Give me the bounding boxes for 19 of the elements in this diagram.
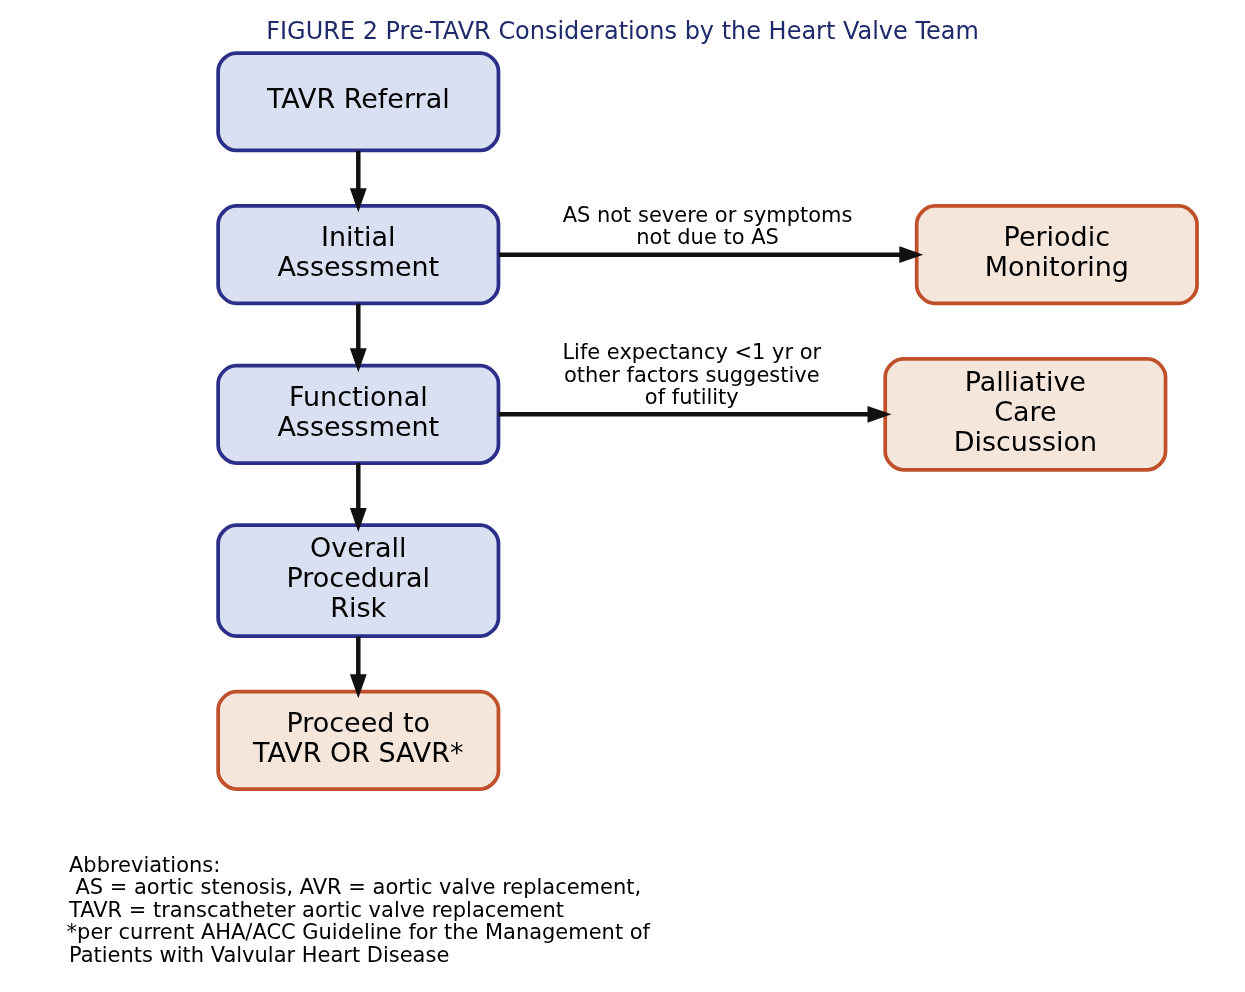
- node-box: TAVR Referral: [216, 51, 501, 153]
- edge-label: AS not severe or symptoms not due to AS: [562, 202, 853, 250]
- label: AS = aortic stenosis, AVR = aortic valve replacement, TAVR = transcatheter aortic valve replacement: [68, 875, 642, 922]
- arrow: [349, 463, 367, 532]
- arrow: [349, 303, 367, 373]
- label: *per current AHA/ACC Guideline for the Management of Patients with Valvular Heart Disease: [66, 920, 650, 967]
- node-box: Overall Procedural Risk: [216, 523, 501, 639]
- node-box: Functional Assessment: [216, 363, 501, 465]
- node-box: Proceed to TAVR OR SAVR*: [216, 689, 501, 791]
- label: Abbreviations:: [68, 852, 221, 877]
- edge-label: Life expectancy <1 yr or other factors suggestive of futility: [562, 340, 822, 410]
- node-box: Initial Assessment: [216, 204, 501, 306]
- node-box: Periodic Monitoring: [914, 204, 1199, 306]
- arrow: [498, 246, 924, 264]
- diagram-title: FIGURE 2 Pre-TAVR Considerations by the Heart Valve Team: [266, 17, 979, 46]
- node-box: Palliative Care Discussion: [883, 356, 1168, 472]
- arrow: [349, 636, 367, 699]
- arrow: [349, 150, 367, 213]
- arrow: [498, 405, 892, 423]
